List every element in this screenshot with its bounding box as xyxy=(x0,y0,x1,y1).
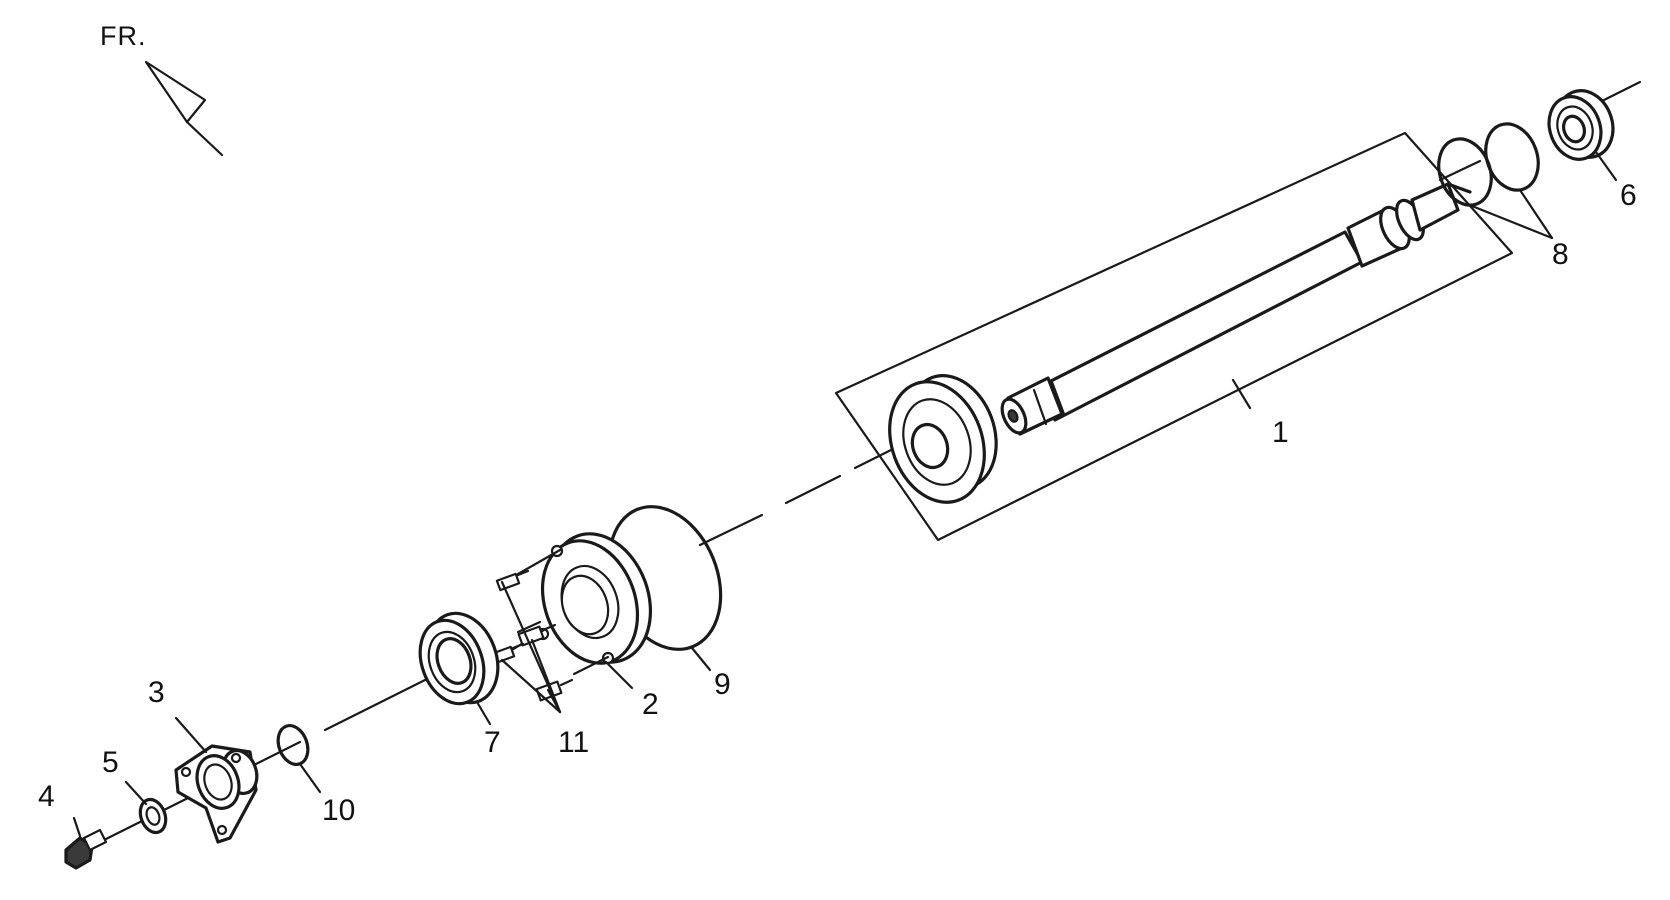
center-axis xyxy=(98,80,1642,844)
callout-3: 3 xyxy=(148,676,165,709)
callout-4: 4 xyxy=(38,780,55,813)
callout-10: 10 xyxy=(322,794,355,827)
callout-8: 8 xyxy=(1552,238,1569,271)
part-5-washer xyxy=(138,797,168,835)
callout-labels: 1 2 3 4 5 6 7 8 9 10 11 xyxy=(38,179,1637,827)
part-11-bolts xyxy=(490,548,610,714)
direction-arrow-icon xyxy=(144,60,207,124)
part-4-bolt xyxy=(64,828,108,870)
part-1-frame xyxy=(834,131,1514,542)
callout-11: 11 xyxy=(558,726,589,759)
part-3-flange-housing xyxy=(174,744,259,844)
part-1-shaft-assembly xyxy=(834,131,1514,542)
callout-6: 6 xyxy=(1620,179,1637,212)
callout-7: 7 xyxy=(484,726,501,759)
callout-9: 9 xyxy=(714,668,731,701)
part-8-rings xyxy=(1437,122,1540,207)
front-direction-marker: FR. xyxy=(100,21,224,157)
part-7-oil-seal xyxy=(418,611,500,706)
part-6-bearing xyxy=(1547,89,1615,161)
callout-2: 2 xyxy=(642,688,659,721)
callout-5: 5 xyxy=(102,746,119,779)
part-2-holder-plate xyxy=(536,532,653,665)
front-label: FR. xyxy=(100,21,147,51)
leader-lines xyxy=(72,150,1618,838)
callout-1: 1 xyxy=(1272,416,1289,449)
